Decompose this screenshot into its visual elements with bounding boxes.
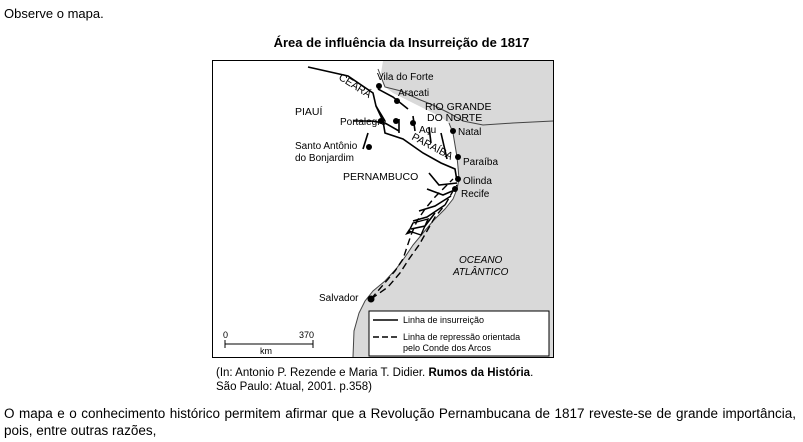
citation-book-title: Rumos da História: [428, 367, 531, 379]
city-dot-aracati: [394, 98, 400, 104]
ocean-label-1: OCEANO: [459, 255, 503, 266]
city-dot-portalegre: [378, 118, 384, 124]
label-portalegre: Portalegre: [340, 117, 387, 128]
legend-dashed-label-1: Linha de repressão orientada: [403, 332, 520, 342]
label-recife: Recife: [461, 189, 490, 200]
legend-dashed-label-2: pelo Conde dos Arcos: [403, 343, 492, 353]
region-rn-2: DO NORTE: [427, 112, 482, 124]
label-acu: Açu: [419, 125, 436, 136]
scale-unit: km: [260, 346, 272, 356]
citation-line-1: (In: Antonio P. Rezende e Maria T. Didie…: [216, 366, 533, 380]
city-dot-acu: [410, 120, 416, 126]
label-vila-do-forte: Vila do Forte: [377, 72, 434, 83]
intro-text: Observe o mapa.: [4, 6, 104, 21]
city-dots: [366, 83, 461, 303]
label-santo-antonio-1: Santo Antônio: [295, 141, 358, 152]
citation-prefix: (In: Antonio P. Rezende e Maria T. Didie…: [216, 367, 429, 379]
label-salvador: Salvador: [319, 293, 359, 304]
label-natal: Natal: [458, 127, 481, 138]
repression-arrow: [405, 229, 411, 235]
scale-end: 370: [299, 330, 314, 340]
scale-bar: 0 370 km: [223, 330, 314, 356]
ocean-north: [401, 61, 553, 125]
map-svg: Vila do Forte Aracati Portalegre Açu Nat…: [223, 61, 553, 357]
label-olinda: Olinda: [463, 176, 492, 187]
legend-solid-label: Linha de insurreição: [403, 315, 484, 325]
scale-start: 0: [223, 330, 228, 340]
label-aracati: Aracati: [398, 88, 429, 99]
city-dot-salvador: [367, 295, 375, 303]
label-santo-antonio-2: do Bonjardim: [295, 153, 354, 164]
label-paraiba: Paraíba: [463, 157, 498, 168]
region-piaui: PIAUÍ: [295, 105, 323, 118]
ocean-label-2: ATLÂNTICO: [452, 265, 509, 278]
city-dot-santo-antonio: [366, 144, 372, 150]
region-rn-1: RIO GRANDE: [425, 101, 492, 113]
city-dot-olinda: [455, 176, 461, 182]
city-dot-natal: [450, 128, 456, 134]
region-ceara: CEARÁ: [336, 71, 374, 101]
region-pernambuco: PERNAMBUCO: [343, 171, 418, 183]
citation: (In: Antonio P. Rezende e Maria T. Didie…: [216, 366, 533, 394]
city-dot-paraiba: [455, 154, 461, 160]
ocean-area: [353, 61, 553, 357]
map-legend: Linha de insurreição Linha de repressão …: [368, 310, 550, 357]
city-dot-vila-do-forte: [376, 83, 382, 89]
city-dot-portalegre-2: [393, 118, 399, 124]
city-dot-recife: [452, 186, 458, 192]
question-text: O mapa e o conhecimento histórico permit…: [4, 406, 796, 438]
map-title: Área de influência da Insurreição de 181…: [273, 35, 530, 50]
coastline: [377, 68, 553, 126]
citation-suffix: .: [530, 367, 534, 379]
coastal-box-shape: [408, 217, 430, 236]
repression-lines: [370, 178, 458, 300]
citation-line-2: São Paulo: Atual, 2001. p.358): [216, 381, 373, 393]
map-figure: Vila do Forte Aracati Portalegre Açu Nat…: [212, 60, 554, 358]
